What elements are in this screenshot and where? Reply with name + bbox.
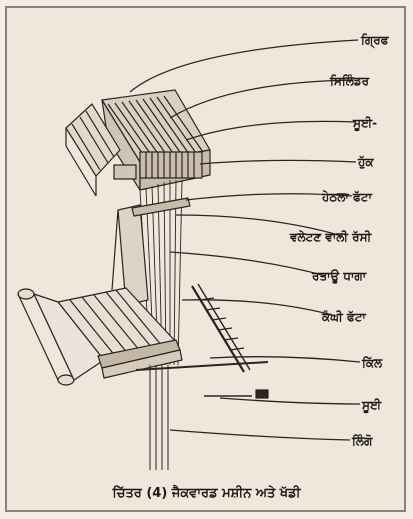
cloth-roll [17, 288, 105, 386]
label-kill: ਕਿੱਲ [362, 356, 383, 370]
frame-post [111, 204, 149, 351]
figure-frame [5, 6, 406, 512]
lower-board [131, 197, 191, 217]
label-giddh: ਗ੍ਰਿਫ [361, 33, 389, 47]
label-comb-board: ਕੰਘੀ ਫੱਟਾ [322, 310, 366, 324]
label-sui-bottom: ਸੂਈ [362, 398, 382, 412]
bottom-needle [204, 389, 269, 399]
label-lower-board: ਹੇਠਲਾ ਫੱਟਾ [322, 190, 372, 204]
label-lingo: ਲਿੰਗੋ [352, 434, 373, 448]
kill-peg [135, 361, 269, 371]
figure-caption: ਚਿੱਤਰ (4) ਜੈਕਵਾਰਡ ਮਸ਼ੀਨ ਅਤੇ ਖੱਡੀ [112, 486, 301, 501]
hooks-block [139, 151, 203, 179]
label-hook: ਹੁੱਕ [358, 155, 374, 169]
lingo-rods [149, 365, 169, 470]
label-thread: ਰਤਾਊ ਧਾਗਾ [312, 269, 367, 283]
label-cylinder: ਸਿਲਿੰਡਰ [330, 74, 370, 88]
label-sui-top: ਸੂਈ- [353, 116, 378, 130]
comb-board [191, 283, 251, 373]
leader-lines [129, 39, 361, 441]
front-beam [97, 339, 183, 379]
label-rope: ਵਲੇਟਣ ਵਾਲੀ ਰੱਸੀ [290, 230, 372, 244]
cylinder-part [65, 103, 137, 197]
